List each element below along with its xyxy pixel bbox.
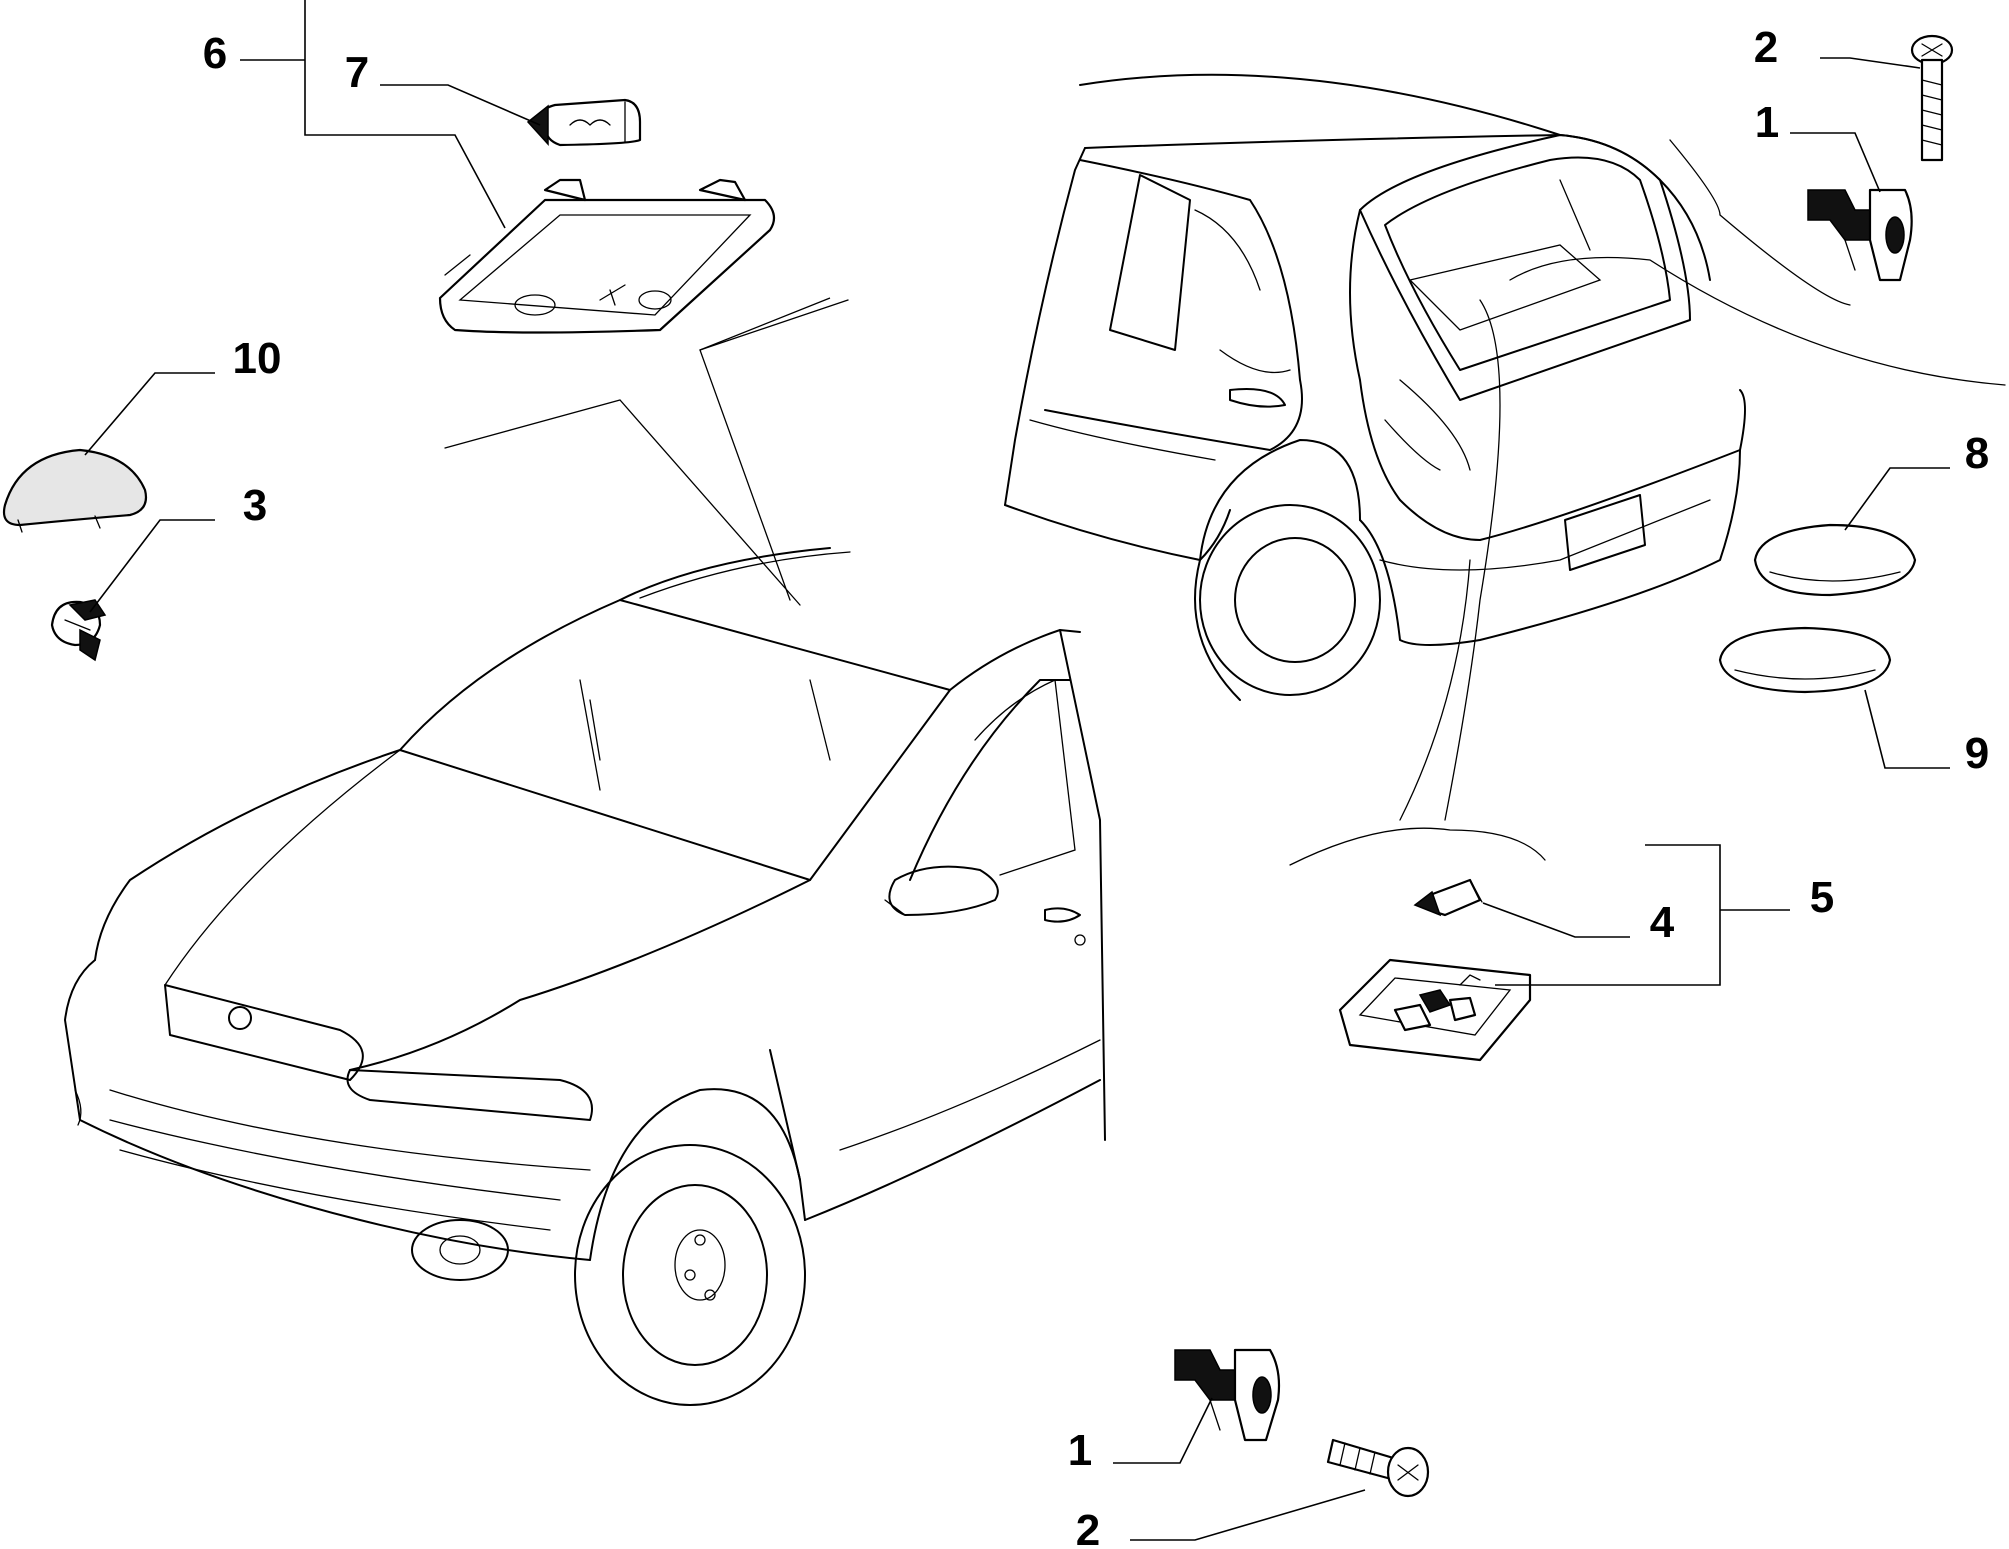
lens-part-9 bbox=[1718, 626, 1892, 694]
callout-10: 10 bbox=[233, 334, 282, 383]
zoom-line bbox=[699, 297, 831, 601]
switch-part-1-top bbox=[1807, 188, 1913, 282]
callout-4: 4 bbox=[1650, 898, 1675, 947]
callout-1-top: 1 bbox=[1755, 98, 1779, 147]
screw-part-2-top bbox=[1910, 34, 1954, 162]
zoom-line bbox=[1444, 299, 1501, 821]
lamp-housing-part-5 bbox=[1338, 958, 1532, 1062]
callout-2-bottom: 2 bbox=[1076, 1506, 1100, 1549]
lens-part-8 bbox=[1753, 523, 1917, 597]
zoom-line bbox=[699, 299, 849, 351]
zoom-line bbox=[444, 399, 801, 606]
zoom-line bbox=[1289, 827, 1546, 866]
callout-2-top: 2 bbox=[1754, 23, 1778, 72]
callout-7: 7 bbox=[345, 48, 369, 97]
rear-car-drawing bbox=[1004, 73, 1746, 701]
zoom-line bbox=[1509, 256, 2006, 386]
zoom-line bbox=[1399, 559, 1471, 821]
callout-1-bottom: 1 bbox=[1068, 1426, 1092, 1475]
bulb-part-4 bbox=[1413, 878, 1483, 917]
callout-8: 8 bbox=[1965, 429, 1989, 478]
switch-part-1-bottom bbox=[1174, 1348, 1281, 1442]
leader-lines bbox=[84, 0, 1950, 1541]
callout-5: 5 bbox=[1810, 873, 1834, 922]
front-car-drawing bbox=[64, 547, 1106, 1406]
callout-3: 3 bbox=[243, 481, 267, 530]
zoom-line bbox=[1669, 139, 1851, 306]
callout-6: 6 bbox=[203, 29, 227, 78]
dome-lamp-part-6 bbox=[438, 178, 776, 334]
callout-9: 9 bbox=[1965, 729, 1989, 778]
screw-part-2-bottom bbox=[1326, 1438, 1430, 1498]
bulb-part-7 bbox=[526, 98, 642, 147]
clip-part-3 bbox=[50, 599, 107, 662]
cover-part-10 bbox=[2, 448, 148, 533]
